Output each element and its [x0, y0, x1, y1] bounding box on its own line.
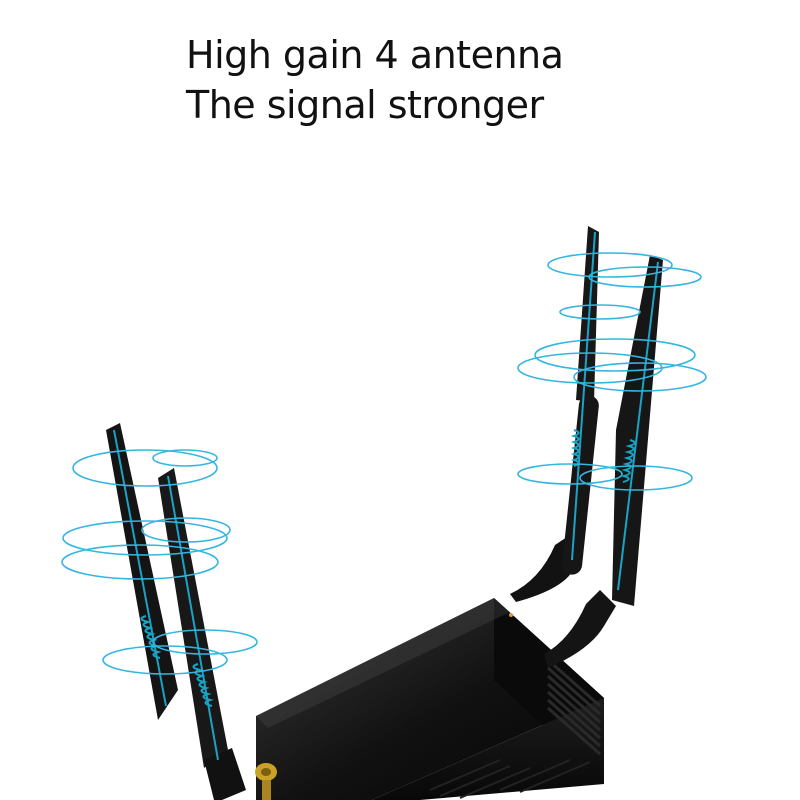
headline: High gain 4 antenna The signal stronger — [186, 30, 564, 130]
antenna-back-left — [106, 423, 178, 720]
vent-slots — [547, 658, 601, 756]
antenna-front-right — [544, 255, 663, 668]
router-body — [255, 598, 604, 800]
antenna-connector — [255, 763, 277, 800]
headline-line-2: The signal stronger — [186, 83, 544, 127]
side-vent-slots — [429, 759, 591, 799]
headline-line-1: High gain 4 antenna — [186, 33, 564, 77]
antenna-back-right — [510, 226, 599, 602]
status-led-icon — [509, 613, 513, 617]
antenna-front-left — [158, 468, 246, 800]
signal-waves — [61, 252, 707, 675]
